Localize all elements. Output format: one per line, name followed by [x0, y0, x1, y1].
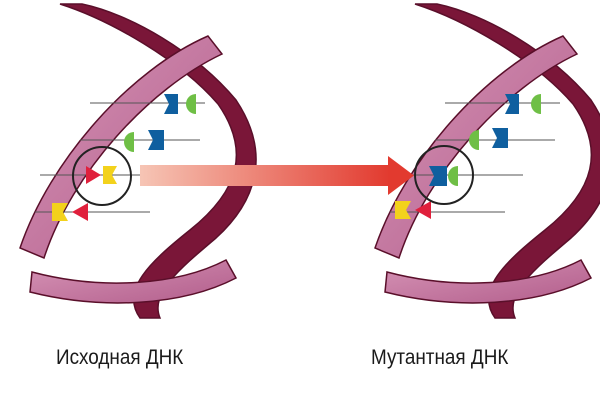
- red-base: [72, 203, 88, 221]
- front-strand-upper: [19, 35, 224, 260]
- blue-base: [492, 128, 508, 148]
- circle-highlight-icon: [414, 145, 474, 205]
- yellow-base: [52, 203, 68, 221]
- green-base: [531, 94, 541, 114]
- arrow-head: [388, 156, 414, 195]
- circle-highlight-icon: [72, 146, 132, 206]
- blue-base: [505, 94, 519, 114]
- yellow-base: [103, 166, 117, 184]
- blue-base: [164, 94, 178, 114]
- red-base: [415, 201, 431, 219]
- original-dna-label: Исходная ДНК: [56, 346, 184, 369]
- green-base: [448, 166, 458, 186]
- blue-base: [429, 166, 447, 186]
- mutant-dna-label: Мутантная ДНК: [371, 346, 509, 369]
- mutant-dna-helix: [374, 3, 600, 319]
- original-dna-helix: [19, 3, 257, 319]
- front-strand-lower: [384, 258, 593, 304]
- right-arrow-icon: [140, 156, 414, 195]
- back-strand: [59, 3, 257, 319]
- green-base: [186, 94, 196, 114]
- green-base: [124, 132, 134, 152]
- blue-base: [148, 130, 164, 150]
- yellow-base: [395, 201, 411, 219]
- front-strand-lower: [29, 258, 238, 304]
- green-base: [469, 130, 479, 150]
- red-base: [86, 166, 101, 184]
- back-strand: [414, 3, 600, 319]
